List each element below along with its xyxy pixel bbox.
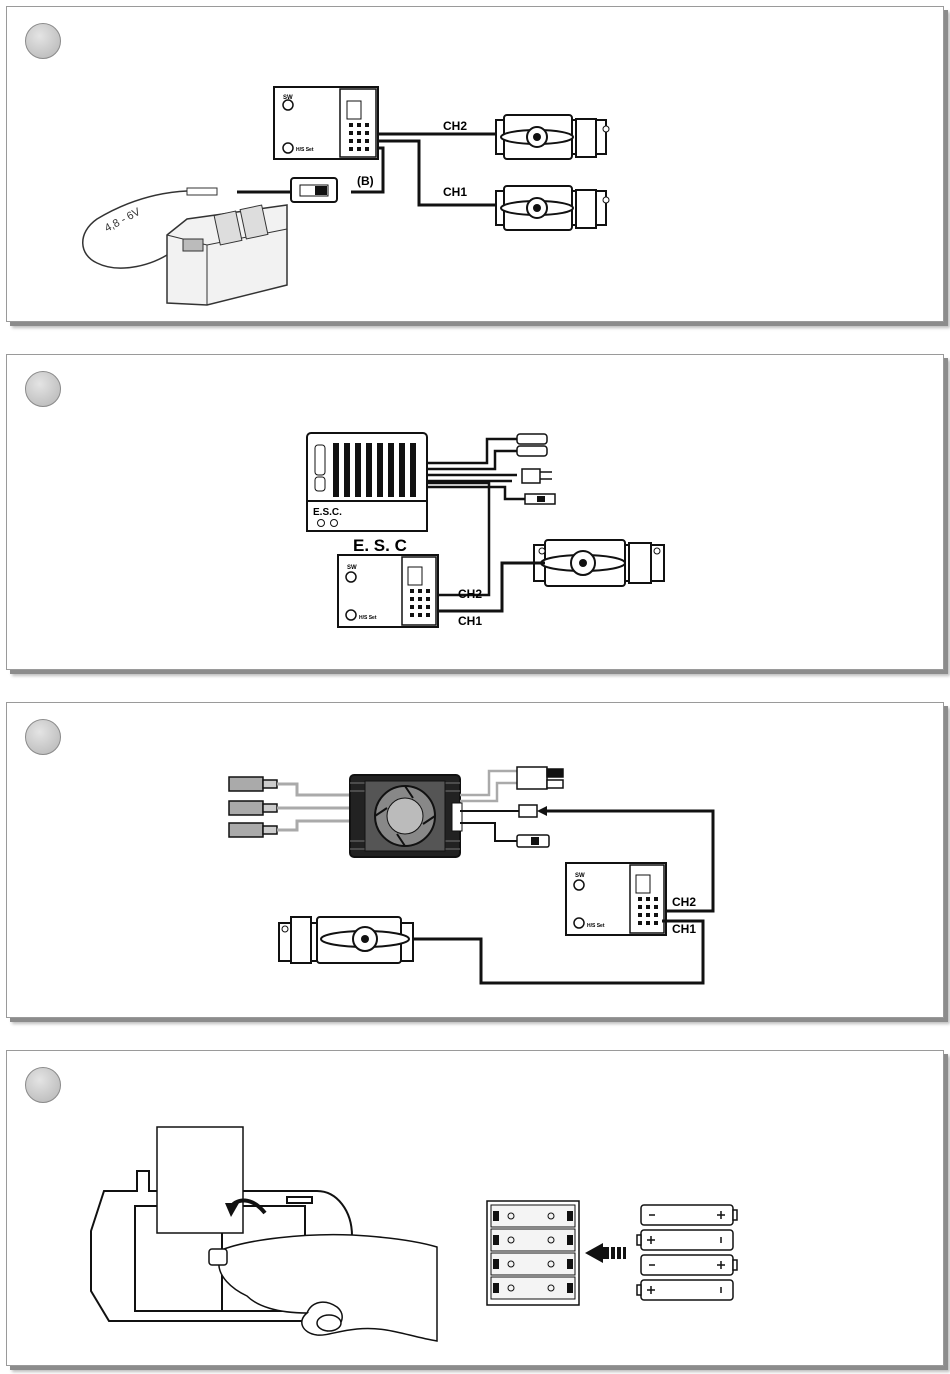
battery-cover-icon bbox=[157, 1127, 243, 1233]
esc-wires bbox=[427, 439, 525, 595]
rx-sw-label: SW bbox=[575, 873, 585, 879]
step-panel-2: E.S.C. E. S. C bbox=[6, 354, 944, 670]
rx-set-label: H/S Set bbox=[296, 147, 314, 153]
servo-icon bbox=[534, 540, 664, 586]
motor-wires bbox=[277, 784, 352, 830]
switch-icon: (B) bbox=[291, 174, 374, 202]
wiring-diagram-2: E.S.C. E. S. C bbox=[7, 355, 943, 669]
ch2-label: CH2 bbox=[443, 119, 467, 133]
arrow-icon bbox=[537, 806, 547, 816]
esc-label: E. S. C bbox=[353, 536, 407, 555]
rx-sw-label: SW bbox=[347, 565, 357, 571]
esc-icon: E.S.C. E. S. C bbox=[307, 433, 427, 555]
ch2-label: CH2 bbox=[458, 587, 482, 601]
battery-holder-icon: 4,8 - 6V bbox=[83, 188, 287, 305]
signal-plug-icon bbox=[519, 805, 537, 817]
switch-icon bbox=[525, 494, 555, 504]
wiring-diagram-3: SW H/S Set CH2 CH1 bbox=[7, 703, 943, 1017]
motor-connector-icon bbox=[517, 434, 547, 456]
ch1-label: CH1 bbox=[672, 922, 696, 936]
battery-holder-icon bbox=[487, 1201, 579, 1305]
switch-icon bbox=[517, 835, 549, 847]
step-panel-3: SW H/S Set CH2 CH1 bbox=[6, 702, 944, 1018]
esc-wires-black bbox=[460, 811, 519, 841]
servo-icon bbox=[496, 186, 609, 230]
hand-icon bbox=[209, 1235, 437, 1341]
battery-connector-icon bbox=[517, 767, 563, 789]
step-panel-4 bbox=[6, 1050, 944, 1366]
rx-set-label: H/S Set bbox=[587, 923, 605, 929]
esc-wires-grey bbox=[460, 771, 517, 801]
receiver-icon: SW H/S Set bbox=[338, 555, 438, 627]
battery-install-diagram bbox=[7, 1051, 943, 1365]
fan-icon bbox=[375, 786, 435, 846]
battery-connector-icon bbox=[522, 469, 552, 483]
receiver-icon: SW H/S Set bbox=[566, 863, 666, 935]
battery-icon bbox=[637, 1205, 737, 1300]
motor-connector-icon bbox=[229, 777, 277, 837]
rx-set-label: H/S Set bbox=[359, 615, 377, 621]
step-panel-1: SW H/S Set CH2 CH1 (B) bbox=[6, 6, 944, 322]
receiver-icon: SW H/S Set bbox=[274, 87, 378, 159]
esc-icon bbox=[350, 775, 462, 857]
servo-wire bbox=[437, 563, 545, 611]
servo-icon bbox=[496, 115, 609, 159]
servo-icon bbox=[279, 917, 413, 963]
arrow-icon bbox=[585, 1243, 626, 1263]
rx-sw-label: SW bbox=[283, 95, 293, 101]
switch-label: (B) bbox=[357, 174, 374, 188]
battery-voltage-label: 4,8 - 6V bbox=[103, 206, 143, 235]
ch1-label: CH1 bbox=[443, 185, 467, 199]
esc-box-label: E.S.C. bbox=[313, 507, 342, 518]
ch2-label: CH2 bbox=[672, 895, 696, 909]
ch1-label: CH1 bbox=[458, 614, 482, 628]
wiring-diagram-1: SW H/S Set CH2 CH1 (B) bbox=[7, 7, 943, 321]
